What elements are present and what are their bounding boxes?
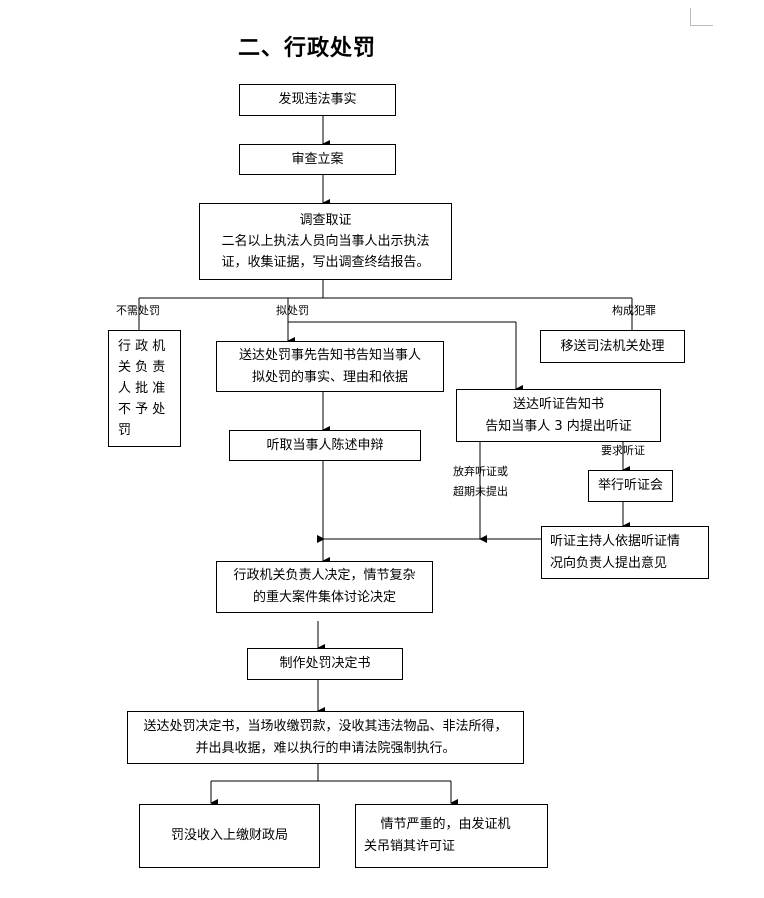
node-discover-violation: 发现违法事实 — [239, 84, 396, 116]
label-propose-penalty: 拟处罚 — [276, 304, 309, 317]
node-hearing-opinion: 听证主持人依据听证情 况向负责人提出意见 — [541, 526, 709, 579]
node-hold-hearing: 举行听证会 — [588, 470, 673, 502]
node-revoke-license: 情节严重的，由发证机 关吊销其许可证 — [355, 804, 548, 868]
node-notify-penalty: 送达处罚事先告知书告知当事人 拟处罚的事实、理由和依据 — [216, 341, 444, 392]
node-deliver-decision: 送达处罚决定书，当场收缴罚款，没收其违法物品、非法所得， 并出具收据，难以执行的… — [127, 711, 524, 764]
label-request-hearing: 要求听证 — [601, 444, 645, 457]
node-finance-bureau: 罚没收入上缴财政局 — [139, 804, 320, 868]
node-transfer-judicial: 移送司法机关处理 — [540, 330, 685, 363]
label-no-penalty-needed: 不需处罚 — [116, 304, 160, 317]
node-make-decision: 制作处罚决定书 — [247, 648, 403, 680]
node-decision: 行政机关负责人决定，情节复杂 的重大案件集体讨论决定 — [216, 561, 433, 613]
node-no-penalty: 行 政 机 关 负 责 人 批 准 不 予 处 罚 — [108, 330, 181, 447]
node-investigate: 调查取证 二名以上执法人员向当事人出示执法 证，收集证据，写出调查终结报告。 — [199, 203, 452, 280]
label-constitutes-crime: 构成犯罪 — [612, 304, 656, 317]
node-hear-defense: 听取当事人陈述申辩 — [229, 430, 421, 461]
label-waive-hearing: 放弃听证或 超期未提出 — [453, 465, 508, 498]
node-review-case: 审查立案 — [239, 144, 396, 175]
page-title: 二、行政处罚 — [238, 35, 377, 61]
page-corner-mark — [690, 8, 713, 26]
node-hearing-notice: 送达听证告知书 告知当事人 3 内提出听证 — [456, 389, 661, 442]
